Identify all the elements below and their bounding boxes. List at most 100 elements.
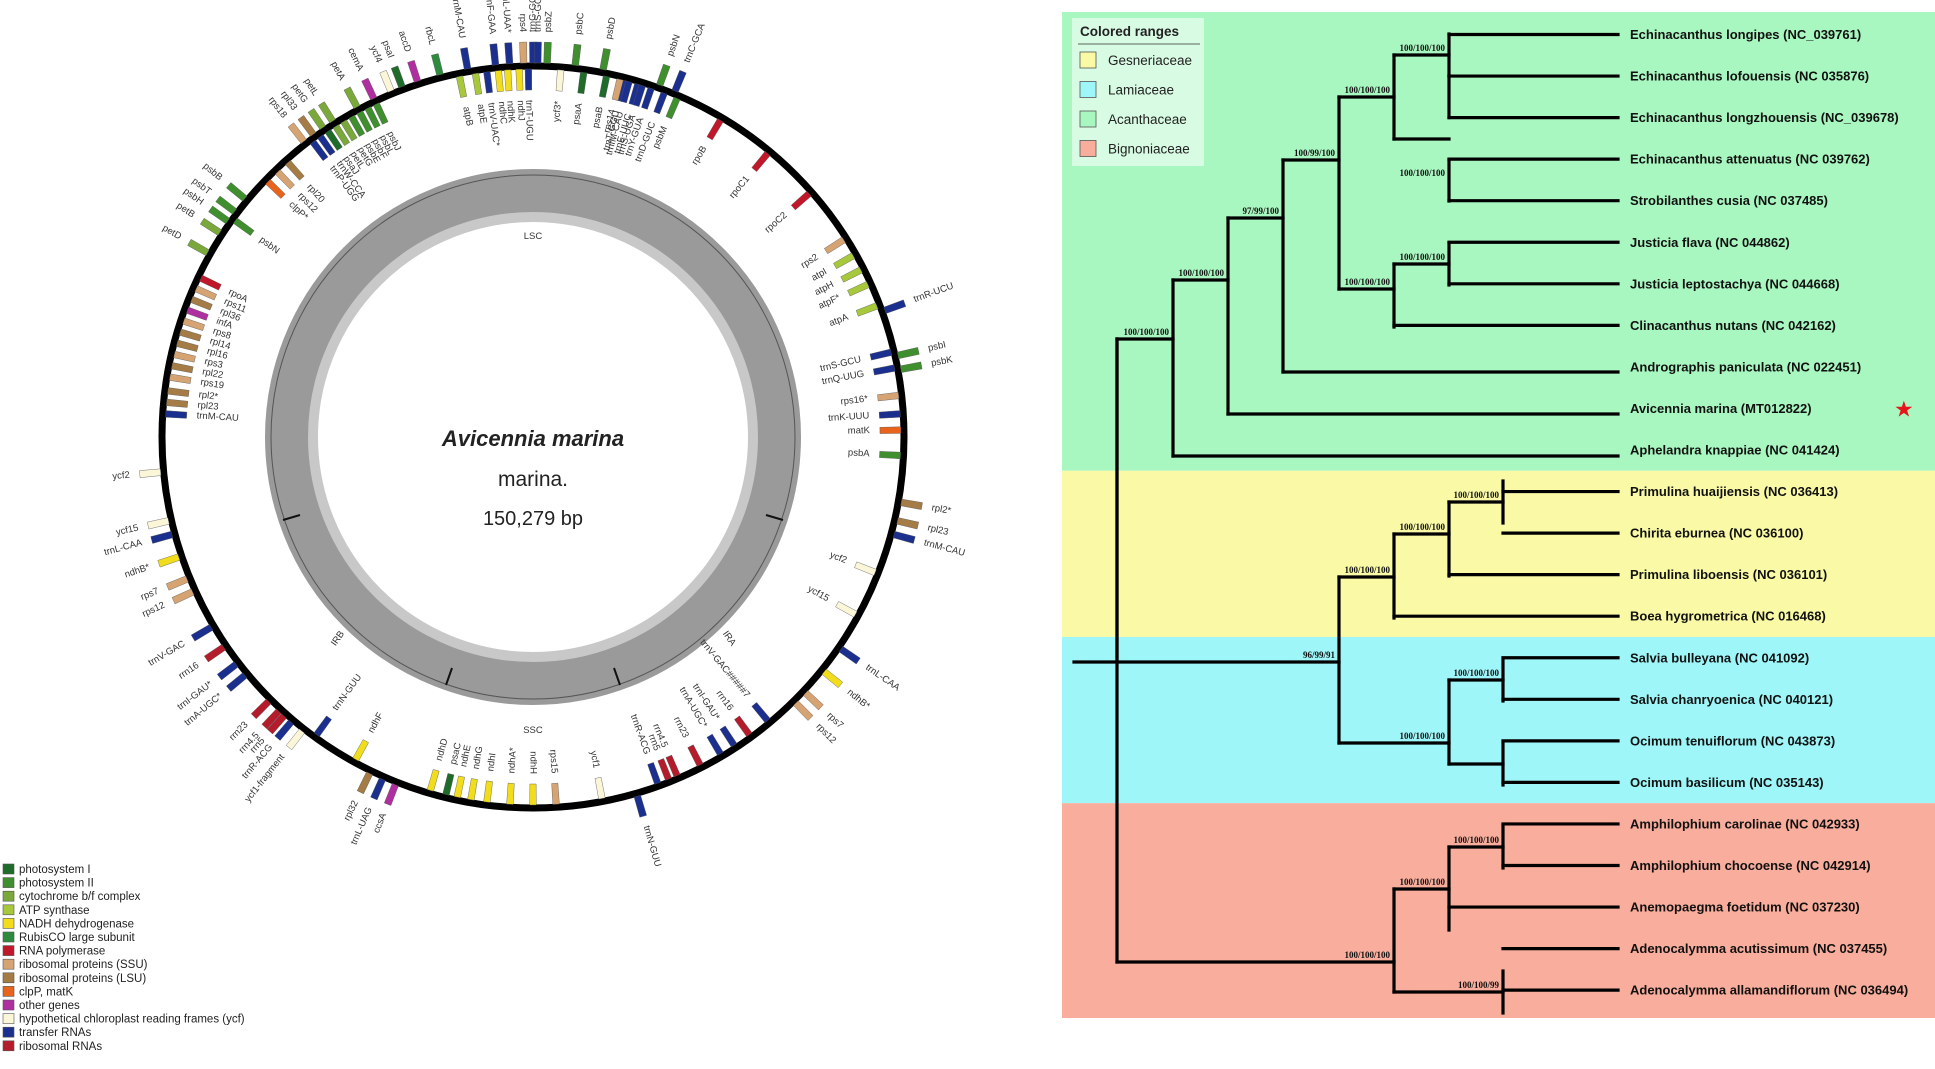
gene-label: rpoC2 xyxy=(763,210,790,235)
legend-item-atp-synthase: ATP synthase xyxy=(2,904,90,917)
gene-block xyxy=(187,239,210,256)
gene-psac: psaC xyxy=(442,741,464,796)
support-value: 100/100/100 xyxy=(1344,277,1390,287)
gene-atpa: atpA xyxy=(828,302,879,329)
gene-block xyxy=(274,719,294,741)
support-value: 100/100/100 xyxy=(1399,522,1445,532)
gene-block xyxy=(751,702,771,723)
gene-ndhh: ndhH xyxy=(527,751,538,806)
gene-label: psaC xyxy=(448,741,464,765)
gene-label: rpl23 xyxy=(197,400,219,413)
gene-rpl2: rpl2* xyxy=(167,387,219,403)
gene-label: trnM-CAU xyxy=(449,0,467,39)
gene-label: rps19 xyxy=(200,377,225,392)
legend-item-photosystem-ii: photosystem II xyxy=(2,877,94,890)
gene-label: accD xyxy=(396,30,413,54)
gene-block xyxy=(489,43,500,66)
legend-item-photosystem-i: photosystem I xyxy=(2,863,91,876)
taxon-aphelandra-knappiae-nc-041424: Aphelandra knappiae (NC 041424) xyxy=(1630,443,1840,458)
gene-block xyxy=(287,122,307,144)
gene-block xyxy=(182,317,205,331)
gene-block xyxy=(878,410,901,419)
support-value: 100/100/100 xyxy=(1399,877,1445,887)
gene-block xyxy=(199,274,222,291)
gene-block xyxy=(313,715,332,737)
gene-block xyxy=(173,351,196,363)
gene-label: psbK xyxy=(930,354,954,369)
gene-block xyxy=(208,205,230,225)
gene-rps14: rps14 xyxy=(602,78,624,134)
gene-block xyxy=(373,102,389,125)
gene-psbc: psbC xyxy=(571,12,587,67)
legend-swatch xyxy=(2,931,15,943)
gene-label: psbA xyxy=(848,447,871,459)
gene-block xyxy=(471,72,483,96)
gene-block xyxy=(364,106,381,129)
gene-label: trnS-GGA xyxy=(533,0,545,32)
gene-block xyxy=(577,71,588,94)
taxon-avicennia-marina-mt012822: Avicennia marina (MT012822) xyxy=(1630,401,1812,416)
gene-trnk-uuu: trnK-UUU xyxy=(828,410,901,424)
gene-block xyxy=(332,124,350,146)
gene-label: ndhC xyxy=(496,101,509,125)
gene-label: ndhF xyxy=(366,711,386,735)
gene-label: psbB xyxy=(201,161,225,183)
gene-ndhb: ndhB* xyxy=(123,553,181,581)
taxon-echinacanthus-longipes-nc-039761: Echinacanthus longipes (NC_039761) xyxy=(1630,27,1861,42)
gene-label: psaB xyxy=(591,106,606,129)
legend-swatch xyxy=(2,945,15,956)
legend-label: ribosomal proteins (SSU) xyxy=(19,959,148,971)
gene-label: ccsA xyxy=(371,811,389,835)
gene-block xyxy=(233,217,255,236)
gene-block xyxy=(519,41,528,64)
gene-block xyxy=(453,775,465,799)
range-legend-acanthaceae: Acanthaceae xyxy=(1079,110,1187,128)
gene-block xyxy=(594,777,606,800)
gene-label: psbC xyxy=(573,12,586,35)
support-value: 100/100/99 xyxy=(1458,980,1500,990)
gene-block xyxy=(356,771,373,795)
gene-block xyxy=(879,451,901,460)
legend-item-rubisco-large-subunit: RubisCO large subunit xyxy=(2,931,136,944)
gene-trns-gga: trnS-GGA xyxy=(533,0,545,64)
legend-swatch xyxy=(2,1040,15,1052)
range-label: Gesneriaceae xyxy=(1108,53,1192,68)
genome-backbone xyxy=(158,62,908,812)
tree-branches xyxy=(1072,32,1620,1015)
gene-block xyxy=(873,364,896,376)
gene-block xyxy=(483,71,493,94)
gene-ndhc: ndhC xyxy=(494,70,509,125)
gene-block xyxy=(216,661,239,681)
range-label: Acanthaceae xyxy=(1108,112,1187,127)
gene-label: atpB xyxy=(460,106,475,127)
support-value: 97/99/100 xyxy=(1242,206,1279,216)
legend-label: ribosomal RNAs xyxy=(19,1041,102,1053)
colored-ranges-title: Colored ranges xyxy=(1080,24,1179,39)
gene-ndhi: ndhI xyxy=(483,752,499,803)
phylogenetic-tree: 100/100/100100/100/10097/99/100100/99/10… xyxy=(1062,12,1935,1018)
gene-label: ndhI xyxy=(485,752,498,772)
gene-label: psaA xyxy=(571,102,585,126)
gene-ndhj: ndhJ xyxy=(515,68,527,121)
gene-label: psbN xyxy=(257,234,282,256)
gene-label: trnK-UUU xyxy=(828,410,870,424)
gene-rbcl: rbcL xyxy=(422,25,444,76)
gene-block xyxy=(157,553,181,568)
gene-block xyxy=(824,236,846,254)
legend-label: other genes xyxy=(19,1000,80,1012)
support-value: 100/100/100 xyxy=(1399,252,1445,262)
gene-block xyxy=(150,531,174,544)
taxon-adenocalymma-allamandiflorum-nc-036494: Adenocalymma allamandiflorum (NC 036494) xyxy=(1630,983,1908,998)
gene-block xyxy=(719,725,738,748)
gene-rpoc2: rpoC2 xyxy=(763,190,812,235)
gene-label: rpl2* xyxy=(931,502,952,516)
gene-block xyxy=(665,754,681,778)
gene-block xyxy=(226,672,248,692)
gene-block xyxy=(379,69,395,93)
gene-label: trnR-UCU xyxy=(912,280,955,305)
gene-block xyxy=(855,302,879,317)
colored-ranges-legend: Colored ranges GesneriaceaeLamiaceaeAcan… xyxy=(1072,18,1204,166)
gene-block xyxy=(190,624,214,642)
gene-block xyxy=(641,87,655,110)
